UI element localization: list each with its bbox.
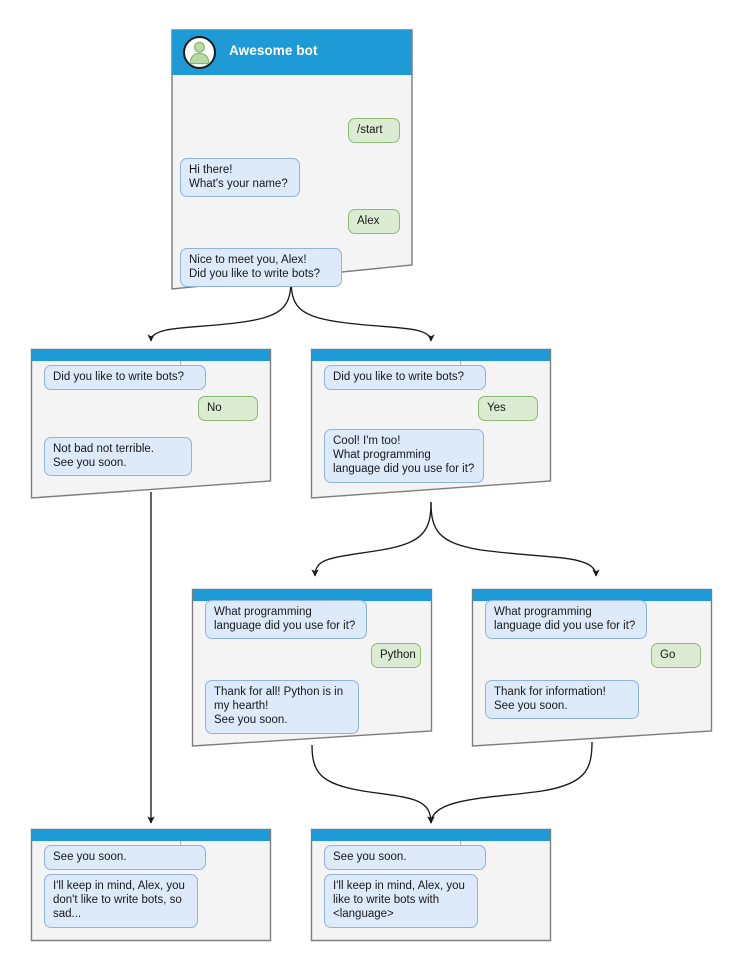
node-end-happy[interactable]: See you soon. I'll keep in mind, Alex, y… <box>310 828 552 942</box>
message-bot-see-you-soon: See you soon. <box>44 845 206 871</box>
node-yes-branch-header <box>312 350 550 361</box>
node-python-branch-header <box>193 590 431 601</box>
node-no-branch-header <box>32 350 270 361</box>
message-bot-keep-in-mind-sad: I'll keep in mind, Alex, you don't like … <box>44 874 198 928</box>
node-end-sad-header <box>32 830 270 841</box>
message-user-no: No <box>198 396 258 422</box>
message-user-python: Python <box>371 643 421 669</box>
message-user-go: Go <box>651 643 701 669</box>
edge-yes-to-go <box>430 501 600 577</box>
edge-yes-to-python <box>311 501 432 577</box>
message-bot-cool: Cool! I'm too! What programming language… <box>324 429 484 483</box>
message-bot-lang-question: What programming language did you use fo… <box>205 600 367 640</box>
node-end-sad[interactable]: See you soon. I'll keep in mind, Alex, y… <box>30 828 272 942</box>
node-start-header: Awesome bot <box>172 30 412 75</box>
message-user-start: /start <box>348 118 400 144</box>
user-avatar-icon <box>183 36 216 69</box>
edge-go-to-end-happy <box>427 741 593 824</box>
message-bot-lang-question: What programming language did you use fo… <box>485 600 647 640</box>
node-python-branch[interactable]: What programming language did you use fo… <box>191 588 433 748</box>
message-bot-thank-info: Thank for information! See you soon. <box>485 680 639 720</box>
node-no-branch[interactable]: Did you like to write bots? No Not bad n… <box>30 348 272 500</box>
node-yes-branch[interactable]: Did you like to write bots? Yes Cool! I'… <box>310 348 552 500</box>
node-go-branch-header <box>473 590 711 601</box>
message-bot-greeting: Hi there! What's your name? <box>180 158 300 198</box>
message-bot-see-you-soon: See you soon. <box>324 845 486 871</box>
message-bot-not-bad: Not bad not terrible. See you soon. <box>44 437 192 477</box>
node-start[interactable]: Awesome bot /start Hi there! What's your… <box>170 28 414 292</box>
message-bot-thank-python: Thank for all! Python is in my hearth! S… <box>205 680 359 734</box>
message-bot-keep-in-mind-happy: I'll keep in mind, Alex, you like to wri… <box>324 874 478 928</box>
message-bot-nice-to-meet: Nice to meet you, Alex! Did you like to … <box>180 248 342 288</box>
message-user-name: Alex <box>348 209 400 235</box>
node-go-branch[interactable]: What programming language did you use fo… <box>471 588 713 748</box>
bot-title: Awesome bot <box>229 43 318 58</box>
message-bot-question: Did you like to write bots? <box>324 365 486 391</box>
node-end-happy-header <box>312 830 550 841</box>
edge-python-to-end-happy <box>311 744 435 824</box>
message-bot-question: Did you like to write bots? <box>44 365 206 391</box>
message-user-yes: Yes <box>478 396 538 422</box>
